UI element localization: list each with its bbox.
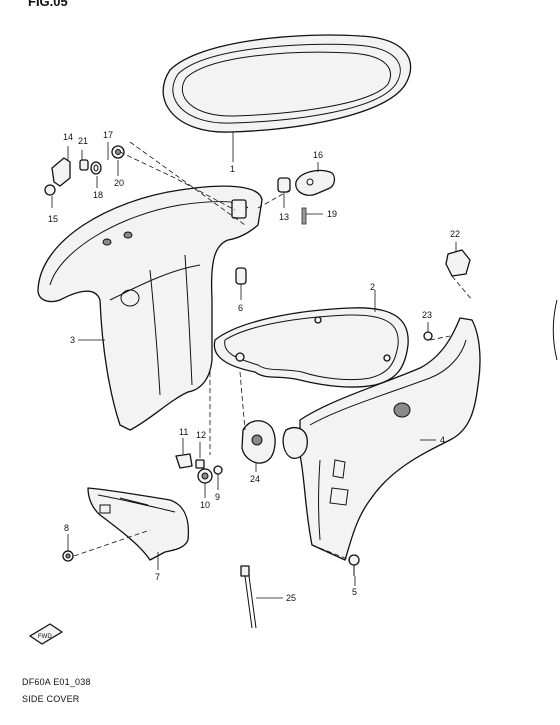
callout-16: 16 bbox=[313, 150, 323, 160]
part-22-clip bbox=[445, 242, 473, 301]
callout-15: 15 bbox=[48, 214, 58, 224]
callout-4: 4 bbox=[440, 435, 445, 445]
callout-7: 7 bbox=[155, 572, 160, 582]
part-2-gasket bbox=[213, 290, 409, 388]
part-6-damper bbox=[235, 267, 247, 300]
hardware-lower-middle bbox=[175, 438, 223, 498]
callout-17: 17 bbox=[103, 130, 113, 140]
callout-23: 23 bbox=[422, 310, 432, 320]
callout-12: 12 bbox=[196, 430, 206, 440]
callout-21: 21 bbox=[78, 136, 88, 146]
callout-5: 5 bbox=[352, 587, 357, 597]
callout-14: 14 bbox=[63, 132, 73, 142]
part-7-lower-panel bbox=[87, 487, 190, 570]
callout-13: 13 bbox=[279, 212, 289, 222]
fwd-label: FWD bbox=[38, 634, 52, 640]
callout-25: 25 bbox=[286, 593, 296, 603]
part-23-screw bbox=[423, 322, 433, 341]
part-4-right-cover bbox=[282, 317, 481, 561]
assembly-lines bbox=[73, 141, 451, 561]
callout-11: 11 bbox=[179, 427, 188, 437]
model-code: DF60A E01_038 bbox=[22, 677, 91, 687]
callout-labels: 1 2 3 4 5 6 7 8 9 10 11 12 13 14 15 16 1… bbox=[48, 130, 460, 603]
callout-20: 20 bbox=[114, 178, 124, 188]
callout-24: 24 bbox=[250, 474, 260, 484]
part-25-cable-tie bbox=[240, 565, 283, 629]
hardware-upper-left bbox=[44, 142, 125, 208]
callout-22: 22 bbox=[450, 229, 460, 239]
callout-1: 1 bbox=[230, 164, 235, 174]
part-24-grommet bbox=[241, 420, 276, 472]
callout-3: 3 bbox=[70, 335, 75, 345]
part-5-screw bbox=[348, 554, 360, 586]
callout-8: 8 bbox=[64, 523, 69, 533]
callout-10: 10 bbox=[200, 500, 210, 510]
hardware-hook bbox=[277, 162, 336, 225]
part-8-screw bbox=[62, 534, 74, 562]
callout-9: 9 bbox=[215, 492, 220, 502]
callout-2: 2 bbox=[370, 282, 375, 292]
callout-6: 6 bbox=[238, 303, 243, 313]
callout-19: 19 bbox=[327, 209, 337, 219]
fwd-arrow-icon: FWD bbox=[29, 623, 63, 645]
callout-18: 18 bbox=[93, 190, 103, 200]
part-3-left-cover bbox=[37, 185, 263, 431]
figure-label: FIG.05 bbox=[28, 0, 68, 9]
part-1-seal bbox=[162, 34, 412, 162]
diagram-title: SIDE COVER bbox=[22, 694, 80, 704]
edge-fragment bbox=[552, 299, 558, 361]
